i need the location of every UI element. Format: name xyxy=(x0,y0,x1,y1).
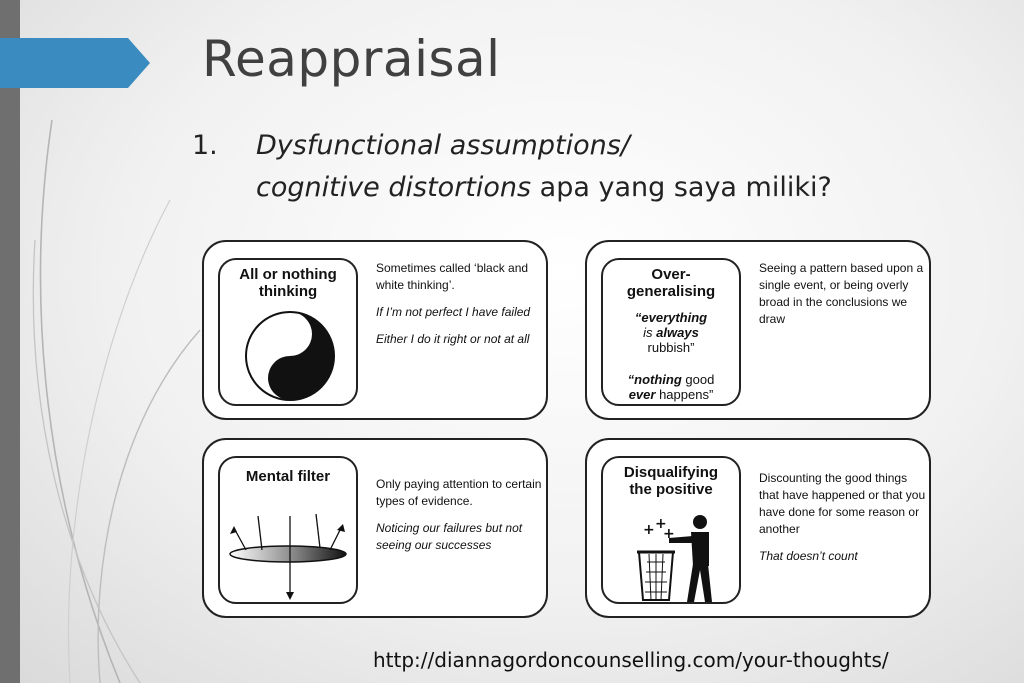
quote-everything: “everything is always rubbish” xyxy=(603,310,739,355)
svg-text:+: + xyxy=(643,522,655,538)
source-url-link[interactable]: http://diannagordoncounselling.com/your-… xyxy=(373,648,889,672)
card-description: Sometimes called ‘black and white thinki… xyxy=(376,260,546,358)
card-all-or-nothing: All or nothing thinking Sometimes called… xyxy=(202,240,548,420)
item-line-2: cognitive distortions apa yang saya mili… xyxy=(256,168,832,208)
card-description: Discounting the good things that have ha… xyxy=(759,470,929,575)
quote-word: “everything xyxy=(634,310,708,325)
item-line-1: Dysfunctional assumptions/ xyxy=(256,130,630,161)
quote-word: “nothing xyxy=(627,372,682,387)
card-illustration-box: All or nothing thinking xyxy=(218,258,358,406)
card-title: Mental filter xyxy=(245,468,331,485)
quote-word: good xyxy=(681,372,715,387)
filter-disc-icon xyxy=(229,513,347,600)
card-overgeneralising: Over- generalising “everything is always… xyxy=(585,240,931,420)
card-title-line-1: Disqualifying xyxy=(623,464,719,481)
card-title-line-1: Over- xyxy=(651,266,691,283)
svg-text:+: + xyxy=(655,516,667,532)
quote-word: is xyxy=(643,325,653,340)
card-title: Disqualifying the positive xyxy=(603,464,739,498)
description-example: Noticing our failures but not seeing our… xyxy=(376,521,523,552)
description-example: Either I do it right or not at all xyxy=(376,332,530,346)
card-illustration-box: Mental filter xyxy=(218,456,358,604)
description-example: If I’m not perfect I have failed xyxy=(376,305,531,319)
title-arrow-tab xyxy=(0,38,150,88)
card-illustration-box: Over- generalising “everything is always… xyxy=(601,258,741,406)
description-text: Sometimes called ‘black and white thinki… xyxy=(376,261,529,292)
card-title: Over- generalising xyxy=(603,266,739,300)
description-example: That doesn’t count xyxy=(759,549,858,563)
quote-word: ever xyxy=(628,387,656,402)
yin-yang-icon xyxy=(245,311,335,401)
description-text: Discounting the good things that have ha… xyxy=(759,471,926,536)
decorative-curves xyxy=(32,119,201,683)
card-title: All or nothing thinking xyxy=(220,266,356,300)
card-mental-filter: Mental filter Only paying attention to c… xyxy=(202,438,548,618)
svg-text:+: + xyxy=(663,526,675,542)
person-binning-icon: + + + xyxy=(637,515,712,602)
card-illustration-box: Disqualifying the positive + + + xyxy=(601,456,741,604)
item-line-2-rest: apa yang saya miliki? xyxy=(531,172,832,203)
description-text: Seeing a pattern based upon a single eve… xyxy=(759,261,924,326)
quote-nothing-good: “nothing good ever happens” xyxy=(603,372,739,402)
page-title: Reappraisal xyxy=(202,30,501,88)
quote-word: rubbish” xyxy=(647,340,695,355)
card-disqualifying-positive: Disqualifying the positive + + + Discoun… xyxy=(585,438,931,618)
item-number: 1. xyxy=(192,130,218,161)
card-title-line-2: thinking xyxy=(258,283,318,300)
card-description: Seeing a pattern based upon a single eve… xyxy=(759,260,929,338)
quote-word: always xyxy=(656,325,699,340)
card-title-line-1: All or nothing xyxy=(239,266,337,283)
left-decor-bar xyxy=(0,0,20,683)
description-text: Only paying attention to certain types o… xyxy=(376,477,542,508)
card-title-line-2: generalising xyxy=(626,283,716,300)
card-description: Only paying attention to certain types o… xyxy=(376,476,546,564)
card-title-line-2: the positive xyxy=(629,481,713,498)
quote-word: happens” xyxy=(655,387,714,402)
item-line-2-italic: cognitive distortions xyxy=(256,172,532,203)
